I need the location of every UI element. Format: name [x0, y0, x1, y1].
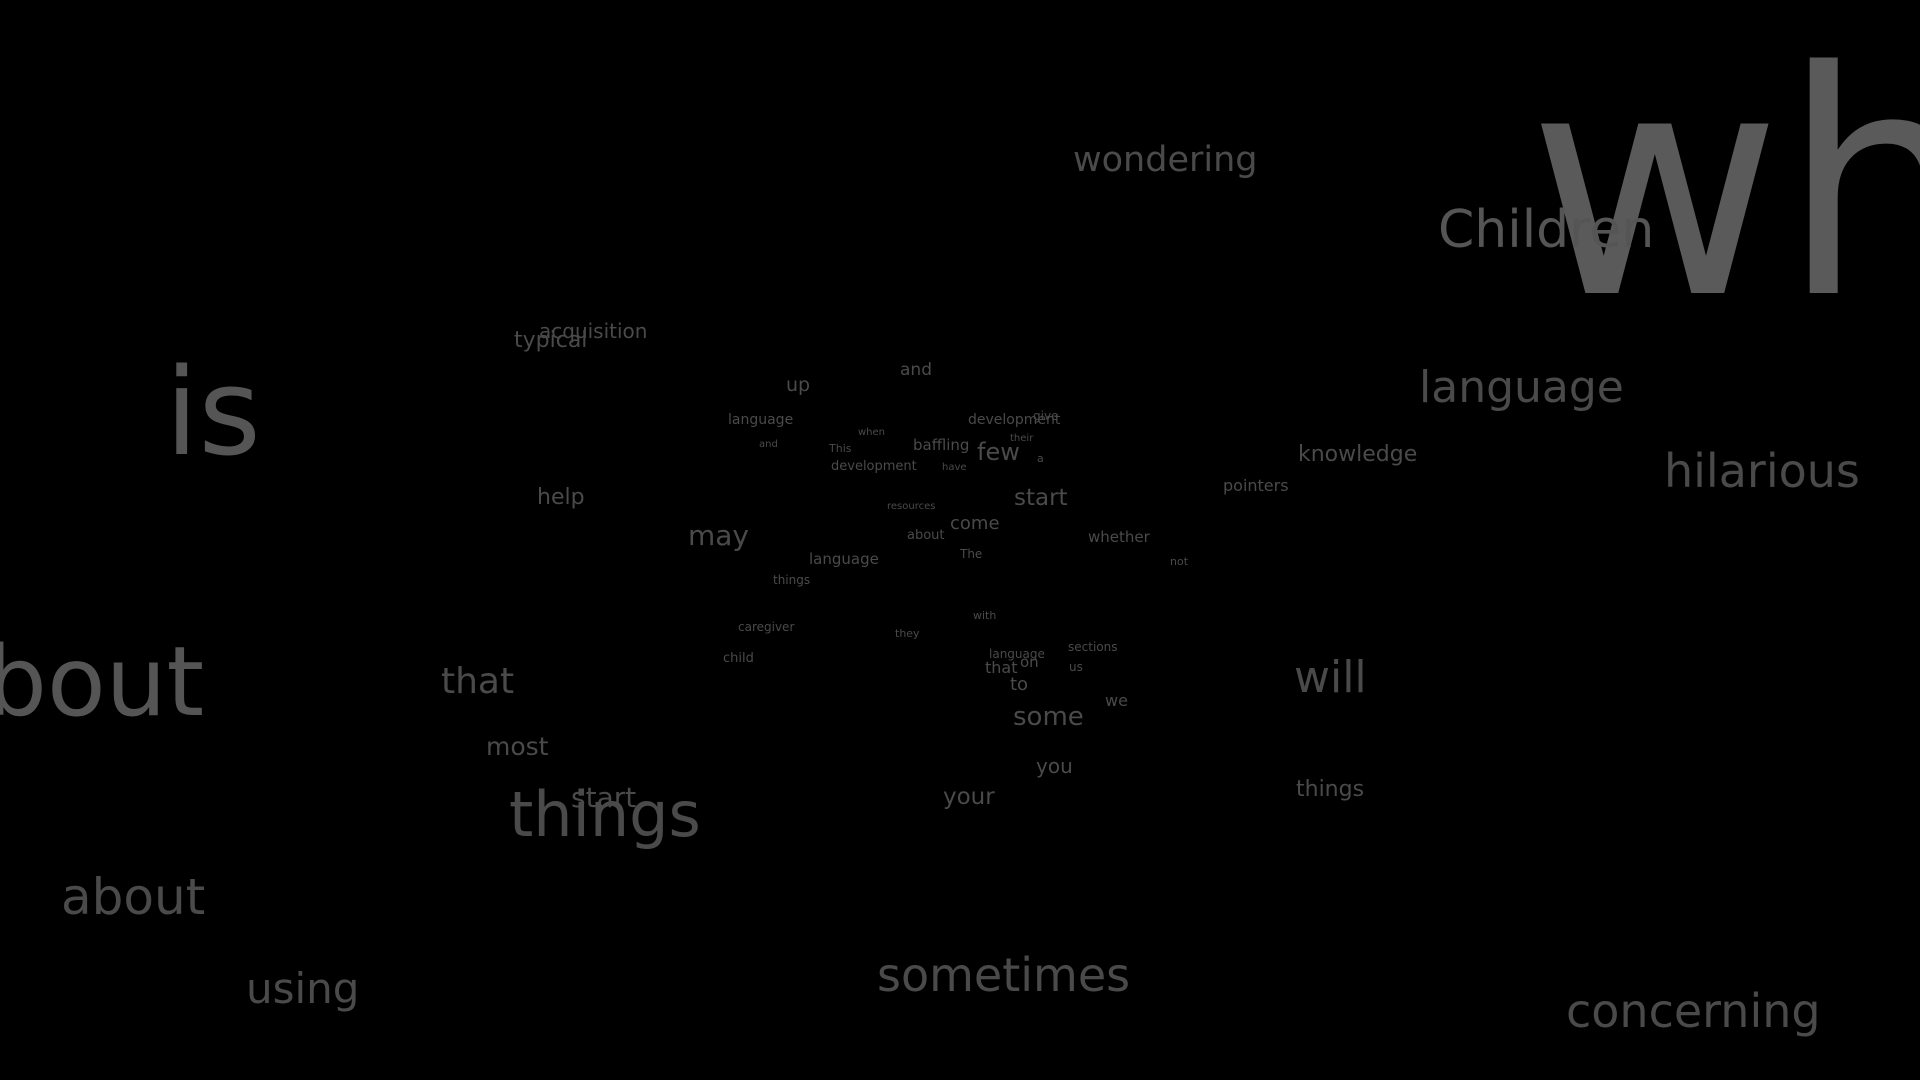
word-language-lower: language: [989, 647, 1045, 661]
word-concerning: concerning: [1566, 984, 1821, 1038]
word-things-small: things: [773, 573, 811, 587]
word-us: us: [1069, 660, 1083, 674]
word-few: few: [977, 438, 1020, 466]
word-about-center: about: [907, 528, 945, 543]
word-language-center: language: [728, 412, 794, 428]
word-using: using: [246, 964, 360, 1013]
word-to: to: [1010, 674, 1029, 695]
word-when: when: [858, 427, 886, 438]
word-start-lower: start: [571, 781, 637, 814]
word-that-left: that: [441, 661, 515, 702]
word-about-edge: bout: [0, 626, 205, 738]
word-sections: sections: [1068, 640, 1118, 654]
word-baffling: baffling: [913, 436, 970, 454]
word-a: a: [1037, 452, 1044, 465]
word-wondering: wondering: [1073, 140, 1258, 180]
word-whether: whether: [1088, 528, 1150, 546]
word-language-mid: language: [809, 550, 879, 568]
word-development-center: development: [831, 459, 917, 474]
word-resources: resources: [887, 501, 936, 512]
word-help: help: [537, 485, 585, 510]
word-that-center: that: [985, 658, 1018, 677]
word-about-lower: about: [61, 868, 206, 926]
word-sometimes: sometimes: [877, 948, 1131, 1002]
word-start-center: start: [1014, 485, 1068, 511]
word-acquisition: acquisition: [539, 319, 648, 343]
word-come: come: [950, 513, 1000, 534]
word-the: The: [960, 547, 983, 561]
word-may: may: [688, 519, 750, 552]
word-on: on: [1020, 653, 1039, 671]
word-caregiver: caregiver: [738, 620, 795, 634]
word-and-small: and: [759, 439, 778, 450]
word-pointers: pointers: [1223, 476, 1289, 495]
word-have: have: [942, 462, 967, 473]
word-knowledge: knowledge: [1298, 442, 1418, 467]
word-not: not: [1170, 555, 1189, 568]
word-things-large: things: [509, 778, 701, 851]
word-child: child: [723, 651, 754, 666]
word-they: they: [895, 627, 920, 640]
word-this: This: [829, 442, 852, 455]
word-up: up: [786, 374, 811, 396]
word-is: is: [165, 344, 261, 483]
word-your: your: [943, 784, 995, 810]
word-will: will: [1294, 652, 1367, 703]
word-wh: wh: [1528, 6, 1920, 367]
word-typical: typical: [514, 328, 588, 353]
word-their: their: [1010, 433, 1034, 444]
word-and-top: and: [900, 360, 932, 380]
word-children: Children: [1438, 200, 1655, 260]
word-most: most: [486, 732, 549, 761]
word-hilarious: hilarious: [1664, 444, 1860, 498]
word-things-right: things: [1296, 777, 1365, 802]
word-some: some: [1013, 702, 1084, 732]
word-we: we: [1105, 691, 1128, 710]
word-development-top: development: [968, 412, 1061, 428]
word-you: you: [1036, 754, 1073, 778]
word-give: give: [1033, 409, 1059, 423]
word-language-right: language: [1419, 362, 1624, 413]
word-with: with: [973, 609, 997, 622]
